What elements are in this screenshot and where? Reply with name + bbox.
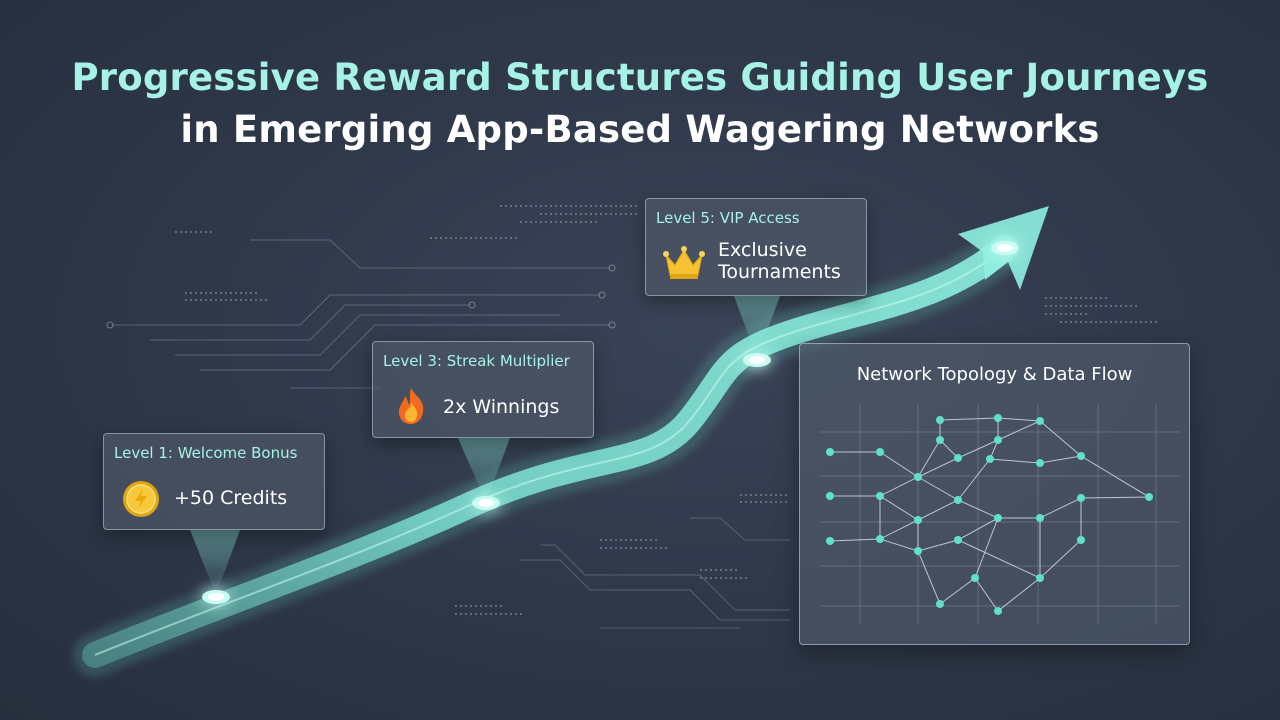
title-line-1: Progressive Reward Structures Guiding Us… (71, 56, 1209, 99)
fire-icon (395, 386, 427, 430)
milestone-card-level-5: Level 5: VIP Access Exclusive Tournament… (645, 198, 867, 296)
coin-icon (122, 480, 160, 522)
network-edges (829, 417, 1150, 612)
circuit-traces-left (112, 239, 610, 389)
page-title: Progressive Reward Structures Guiding Us… (0, 52, 1280, 156)
data-dots (175, 205, 1160, 615)
crown-icon (662, 245, 706, 285)
milestone-reward: +50 Credits (174, 487, 288, 509)
milestone-card-level-3: Level 3: Streak Multiplier 2x Winnings (372, 341, 594, 438)
circuit-traces-lower (520, 517, 790, 629)
title-line-2: in Emerging App-Based Wagering Networks (180, 108, 1100, 151)
network-topology-panel: Network Topology & Data Flow (799, 343, 1190, 645)
milestone-reward-line-1: Exclusive (718, 239, 807, 261)
journey-path (73, 206, 1049, 677)
milestone-reward-line-2: Tournaments (718, 261, 841, 283)
milestone-level-label: Level 5: VIP Access (656, 209, 800, 227)
milestone-level-label: Level 1: Welcome Bonus (114, 444, 298, 462)
milestone-markers (202, 241, 1019, 604)
network-nodes (826, 414, 1153, 615)
milestone-beams (190, 296, 780, 595)
circuit-nodes-left (106, 264, 616, 329)
network-panel-title: Network Topology & Data Flow (856, 364, 1133, 385)
milestone-reward: 2x Winnings (443, 396, 560, 418)
milestone-card-level-1: Level 1: Welcome Bonus +50 Credits (103, 433, 325, 530)
milestone-level-label: Level 3: Streak Multiplier (383, 352, 570, 370)
network-graph (820, 404, 1180, 624)
